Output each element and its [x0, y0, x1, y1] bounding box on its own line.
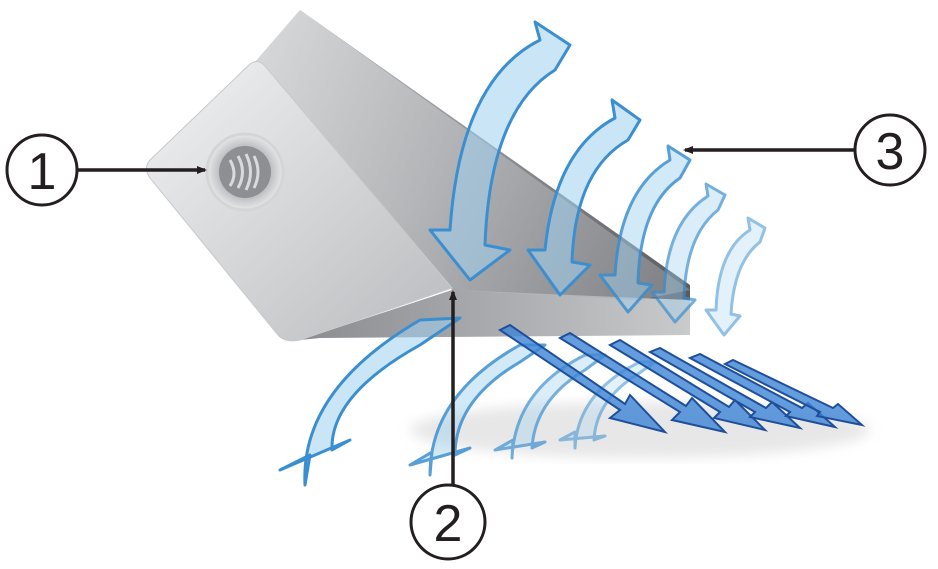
entrained-arrow: [408, 343, 547, 477]
outflow-arrow: [557, 331, 729, 434]
outflow-arrows: [498, 323, 866, 434]
callout-label: 3: [876, 123, 905, 181]
outflow-arrow: [722, 358, 866, 427]
inflow-arrow: [428, 20, 572, 282]
threaded-port-icon: [205, 132, 285, 212]
inflow-arrow: [526, 98, 642, 297]
callout-1: 1: [5, 133, 207, 207]
callout-3: 3: [683, 113, 927, 187]
air-knife-body: [146, 10, 690, 342]
air-flow-arrows: [278, 20, 767, 487]
callout-circle: [409, 483, 487, 561]
entrained-arrow: [278, 316, 462, 487]
outflow-arrow: [607, 338, 769, 432]
callout-circle: [5, 133, 79, 207]
callout-2: 2: [409, 290, 487, 561]
inflow-arrow: [704, 216, 767, 337]
bottom-face: [300, 290, 690, 340]
inflow-arrow: [650, 182, 727, 324]
inflow-arrow: [598, 144, 692, 314]
callout-label: 1: [28, 143, 57, 201]
outflow-arrow: [498, 323, 669, 434]
callout-label: 2: [434, 495, 463, 553]
